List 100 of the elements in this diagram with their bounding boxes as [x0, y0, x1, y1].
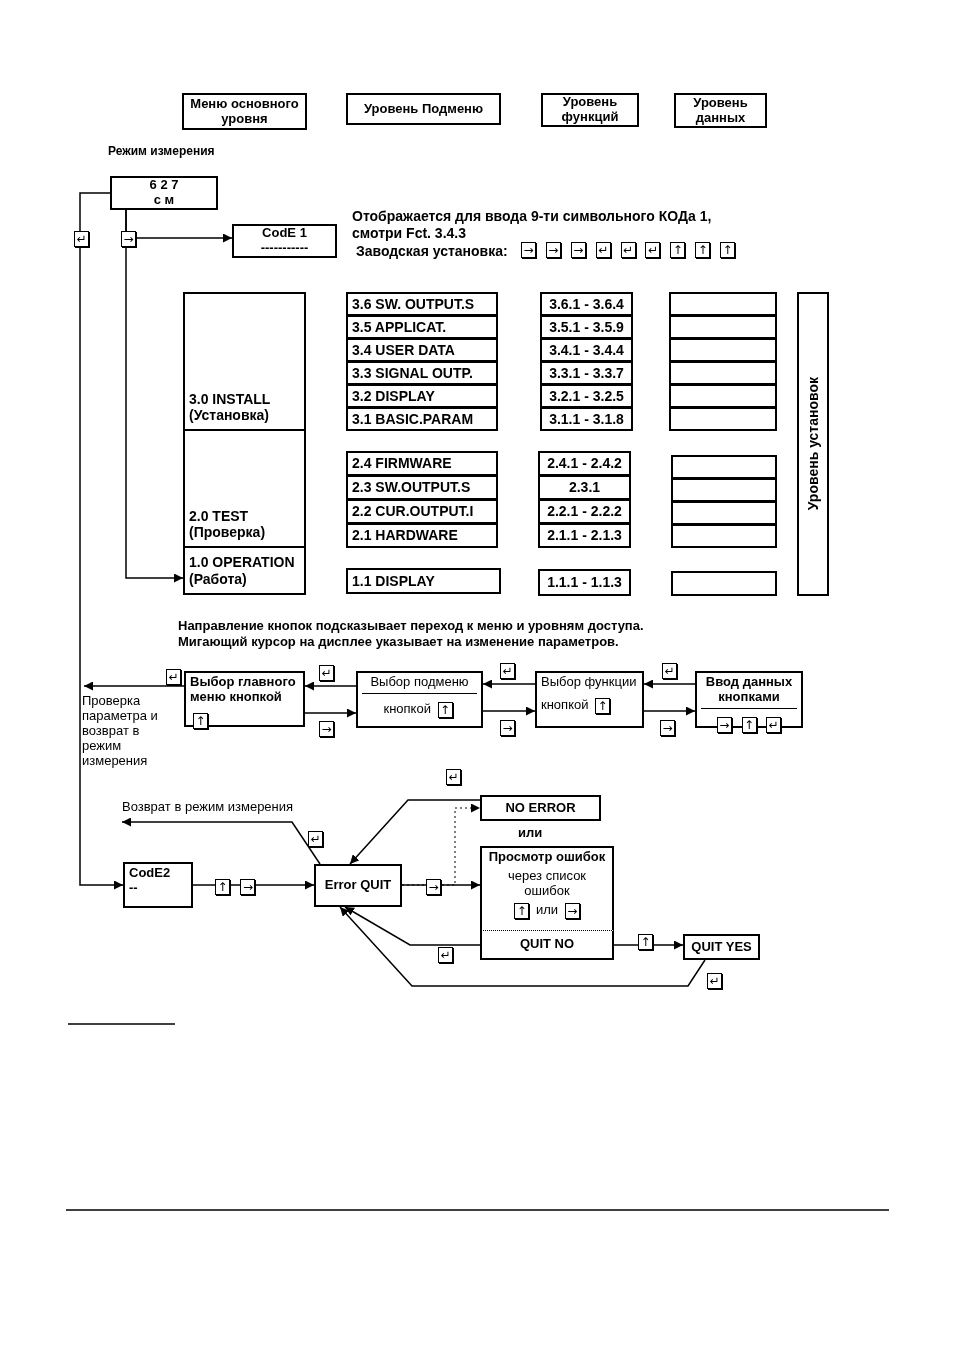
level-header-box	[541, 93, 639, 127]
box-label: 3.4.1 - 3.4.4	[549, 341, 624, 359]
status-box	[683, 934, 760, 960]
box-label: 3.2 DISPLAY	[352, 387, 435, 405]
code-box	[123, 862, 193, 908]
error-quit-box	[314, 864, 402, 907]
level-band	[797, 292, 829, 596]
box-label: Error QUIT	[324, 878, 392, 893]
edge-label: ↵	[499, 662, 516, 679]
edge-label: ↵	[445, 768, 462, 785]
box-label: 3.6.1 - 3.6.4	[549, 295, 624, 313]
data-box	[669, 338, 777, 362]
edge-label: →	[499, 719, 516, 736]
box-label: 3.1 BASIC.PARAM	[352, 410, 474, 428]
submenu-box	[346, 361, 498, 385]
submenu-box	[346, 523, 498, 548]
data-box	[669, 292, 777, 316]
function-box	[540, 315, 633, 339]
function-box	[538, 523, 631, 548]
data-box	[669, 407, 777, 431]
box-label: 3.2.1 - 3.2.5	[549, 387, 624, 405]
edge-label: ↵	[706, 972, 723, 989]
submenu-box	[346, 338, 498, 362]
submenu-box	[346, 568, 501, 594]
band-label: Уровень установок	[804, 377, 822, 511]
data-box	[669, 361, 777, 385]
edge-label: ↵	[318, 664, 335, 681]
box-label: 2.3.1	[568, 479, 601, 496]
submenu-box	[346, 475, 498, 500]
arrow	[304, 708, 357, 718]
menu-box	[183, 292, 306, 431]
box-label: Выбор главного меню кнопкой	[190, 675, 297, 705]
box-label: CodE 1	[262, 226, 307, 241]
function-box	[538, 451, 631, 476]
edge-label: ↵	[437, 946, 454, 963]
box-label: (Работа)	[189, 570, 247, 587]
box-label: 2.4 FIRMWARE	[352, 455, 452, 472]
arrow	[482, 679, 536, 689]
arrow	[401, 880, 481, 890]
edge-label: ↵	[165, 668, 182, 685]
box-label: 3.5.1 - 3.5.9	[549, 318, 624, 336]
box-label: 2.1.1 - 2.1.3	[547, 527, 622, 544]
box-label: --	[129, 880, 138, 896]
box-label: 2.2 CUR.OUTPUT.I	[352, 503, 474, 520]
box-label: 2.3 SW.OUTPUT.S	[352, 479, 471, 496]
step-box	[535, 671, 644, 728]
box-label: (Проверка)	[189, 523, 266, 540]
level-header-box	[182, 93, 307, 130]
box-label: Уровень Подменю	[363, 101, 484, 117]
submenu-box	[346, 292, 498, 316]
submenu-box	[346, 499, 498, 524]
error-list-box	[480, 846, 614, 932]
function-box	[540, 407, 633, 431]
box-label: Выбор функции	[541, 675, 637, 690]
arrow	[344, 906, 481, 946]
arrow	[304, 681, 357, 691]
dashed-arrow	[401, 803, 481, 886]
box-label: ↑	[192, 712, 209, 729]
edge-label: →	[425, 878, 442, 895]
submenu-box	[346, 451, 498, 476]
box-label: 3.6 SW. OUTPUT.S	[352, 295, 475, 313]
edge-label: ↑ →	[212, 878, 259, 895]
box-label: 2.2.1 - 2.2.2	[547, 503, 622, 520]
function-box	[540, 361, 633, 385]
edge-label: ↵	[73, 230, 90, 247]
box-label: через список ошибок	[506, 868, 588, 899]
data-box	[671, 455, 777, 479]
function-box	[538, 475, 631, 500]
arrow	[482, 706, 536, 716]
box-label: (Установка)	[189, 406, 269, 423]
display-box	[110, 176, 218, 210]
or-text: или	[518, 825, 543, 841]
box-label: 3.5 APPLICAT.	[352, 318, 447, 336]
level-header-box	[346, 93, 501, 125]
menu-box	[183, 429, 306, 548]
data-box	[669, 384, 777, 408]
box-label: → ↑ ↵	[713, 716, 785, 733]
note-text: Заводская установка:	[356, 243, 508, 260]
box-label: ↑ или →	[513, 902, 581, 919]
arrow	[125, 209, 184, 583]
box-label: 6 2 7	[149, 178, 179, 193]
box-label: кнопкой ↑	[383, 701, 454, 718]
level-header-box	[674, 93, 767, 128]
box-label: кнопкой ↑	[541, 697, 614, 714]
submenu-box	[346, 315, 498, 339]
box-label: Уровень данных	[692, 95, 749, 126]
arrow	[192, 880, 315, 890]
arrow	[83, 681, 185, 691]
function-box	[538, 499, 631, 524]
function-box	[540, 292, 633, 316]
arrow	[643, 706, 696, 716]
arrow	[349, 799, 481, 865]
box-label: 2.4.1 - 2.4.2	[547, 455, 622, 472]
submenu-box	[346, 407, 498, 431]
edge-label: ↑	[637, 933, 654, 950]
arrow	[121, 817, 321, 865]
box-label: 3.4 USER DATA	[352, 341, 455, 359]
box-label: Выбор подменю	[362, 675, 477, 694]
status-box	[480, 795, 601, 821]
data-box	[671, 478, 777, 502]
